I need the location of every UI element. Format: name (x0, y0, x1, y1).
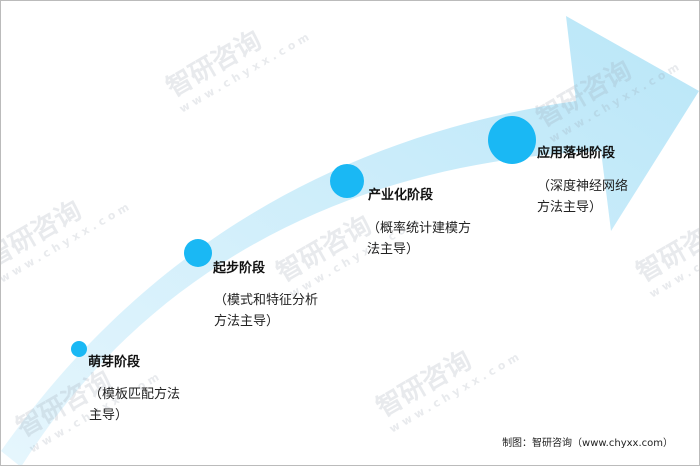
stage-dot (488, 116, 536, 164)
stage-title: 萌芽阶段 (88, 355, 141, 370)
stage-title: 应用落地阶段 (537, 146, 616, 161)
stage-dot (71, 341, 87, 357)
stage-title: 起步阶段 (213, 261, 266, 276)
stage-desc: （模板匹配方法主导） (89, 387, 181, 423)
stage-title: 产业化阶段 (368, 188, 434, 203)
stage-desc: （深度神经网络方法主导） (537, 179, 629, 215)
source-note: 制图：智研咨询（www.chyxx.com） (502, 438, 673, 449)
stage-dot (330, 164, 364, 198)
stage-desc: （模式和特征分析方法主导） (214, 293, 319, 329)
stage-dot (184, 239, 212, 267)
stage-desc: （概率统计建模方法主导） (367, 221, 472, 257)
